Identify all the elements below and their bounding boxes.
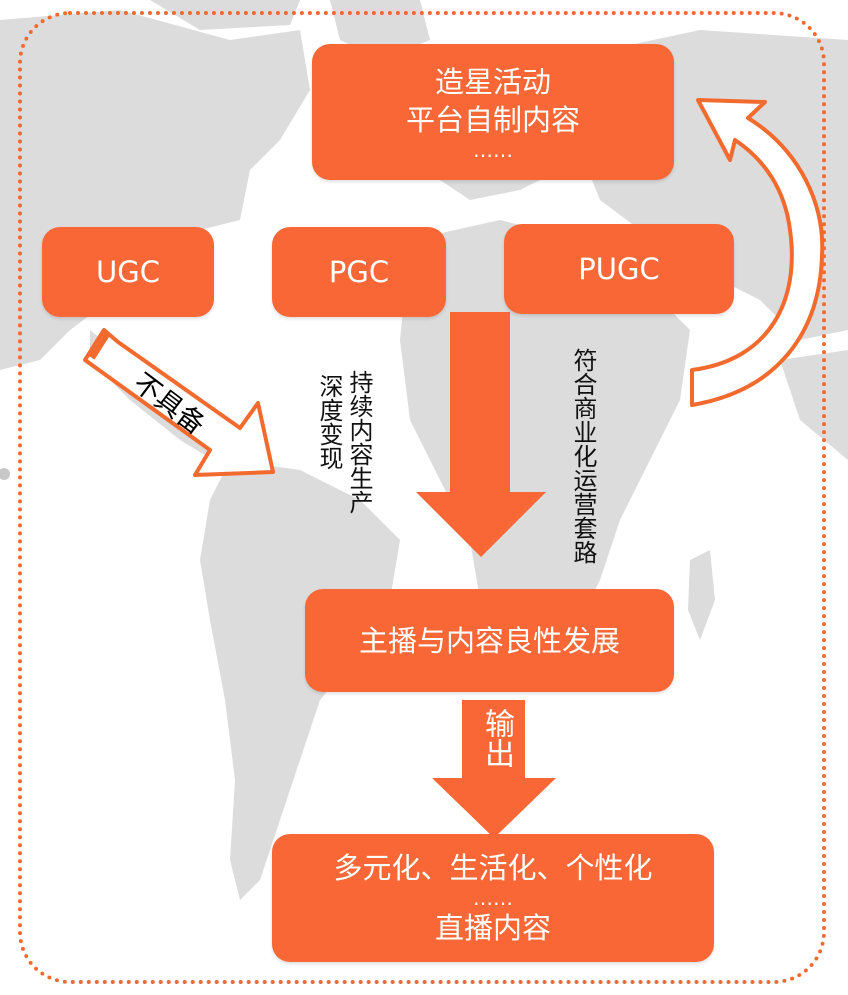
anchor-content-box: 主播与内容良性发展	[305, 589, 674, 692]
main-down-arrow	[416, 312, 546, 557]
anchor-content-label: 主播与内容良性发展	[358, 623, 620, 658]
live-content-ellipsis: ……	[473, 886, 513, 910]
pugc-box: PUGC	[504, 224, 734, 314]
live-content-box: 多元化、生活化、个性化 …… 直播内容	[272, 834, 714, 962]
platform-content-ellipsis: ……	[473, 138, 513, 162]
curved-feedback-arrow	[690, 98, 825, 407]
platform-content-box: 造星活动 平台自制内容 ……	[312, 44, 674, 180]
ugc-box: UGC	[42, 227, 214, 317]
platform-content-line2: 平台自制内容	[405, 103, 580, 137]
live-content-line3: 直播内容	[434, 911, 551, 945]
pugc-label: PUGC	[578, 252, 660, 286]
output-label: 输出	[479, 708, 514, 768]
platform-content-line1: 造星活动	[434, 65, 551, 99]
ugc-label: UGC	[96, 255, 160, 289]
ugc-diagonal-arrow	[83, 328, 275, 477]
output-down-arrow	[432, 700, 556, 838]
sustain-production-label: 持续内容生产	[345, 370, 373, 514]
live-content-line1: 多元化、生活化、个性化	[333, 851, 653, 885]
dotted-frame	[18, 11, 826, 984]
business-operation-label: 符合商业化运营套路	[569, 348, 597, 564]
pgc-box: PGC	[272, 227, 446, 317]
pgc-label: PGC	[328, 255, 390, 289]
deep-monetize-label: 深度变现	[315, 374, 343, 470]
